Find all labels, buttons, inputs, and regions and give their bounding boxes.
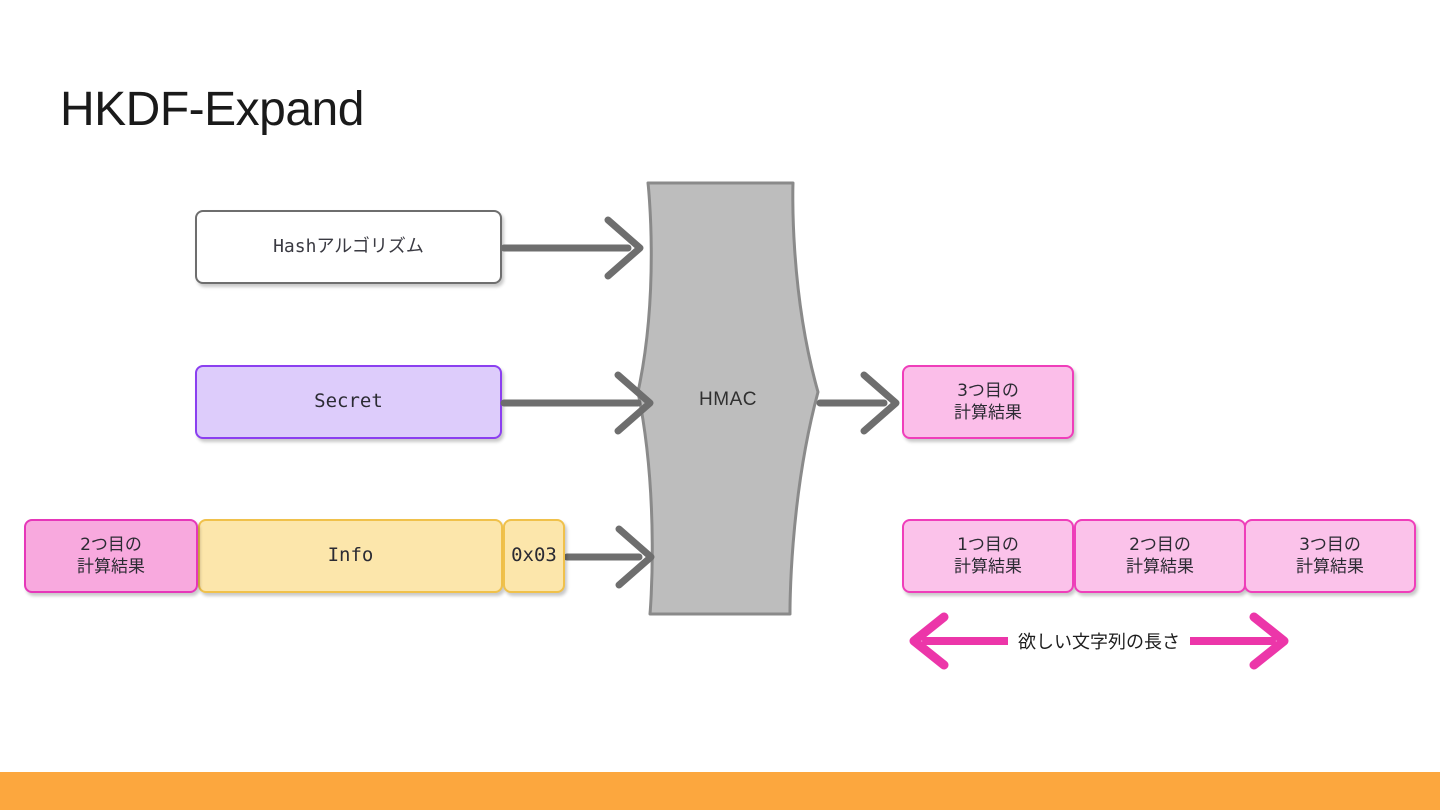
output-box-current-result[interactable]: 3つ目の 計算結果 xyxy=(902,365,1074,439)
page-title: HKDF-Expand xyxy=(60,83,364,136)
hash-to-hmac-arrow xyxy=(500,216,644,280)
input-box-counter-byte[interactable]: 0x03 xyxy=(503,519,565,593)
input-box-hash-algorithm[interactable]: Hashアルゴリズム xyxy=(195,210,502,284)
output-chip-result-2[interactable]: 2つ目の 計算結果 xyxy=(1074,519,1246,593)
info-to-hmac-arrow xyxy=(563,525,655,589)
secret-to-hmac-arrow xyxy=(500,371,654,435)
hmac-processor-label: HMAC xyxy=(699,389,757,410)
output-chip-label-3: 3つ目の 計算結果 xyxy=(1296,534,1364,577)
output-chip-result-1[interactable]: 1つ目の 計算結果 xyxy=(902,519,1074,593)
output-chip-label-1: 1つ目の 計算結果 xyxy=(954,534,1022,577)
output-chip-result-3[interactable]: 3つ目の 計算結果 xyxy=(1244,519,1416,593)
desired-length-label-wrapper: 欲しい文字列の長さ xyxy=(896,612,1302,670)
input-label-counter-byte: 0x03 xyxy=(511,544,557,567)
input-box-secret[interactable]: Secret xyxy=(195,365,502,439)
bottom-accent-bar xyxy=(0,772,1440,810)
input-box-info[interactable]: Info xyxy=(198,519,503,593)
desired-length-label: 欲しい文字列の長さ xyxy=(1008,628,1190,654)
input-label-previous-result: 2つ目の 計算結果 xyxy=(77,534,145,577)
input-label-secret: Secret xyxy=(314,390,383,413)
input-label-hash-algorithm: Hashアルゴリズム xyxy=(273,236,424,258)
input-label-info: Info xyxy=(327,544,374,567)
output-chip-label-2: 2つ目の 計算結果 xyxy=(1126,534,1194,577)
hmac-to-output-arrow xyxy=(816,371,900,435)
output-label-current-result: 3つ目の 計算結果 xyxy=(954,380,1022,423)
input-box-previous-result[interactable]: 2つ目の 計算結果 xyxy=(24,519,198,593)
